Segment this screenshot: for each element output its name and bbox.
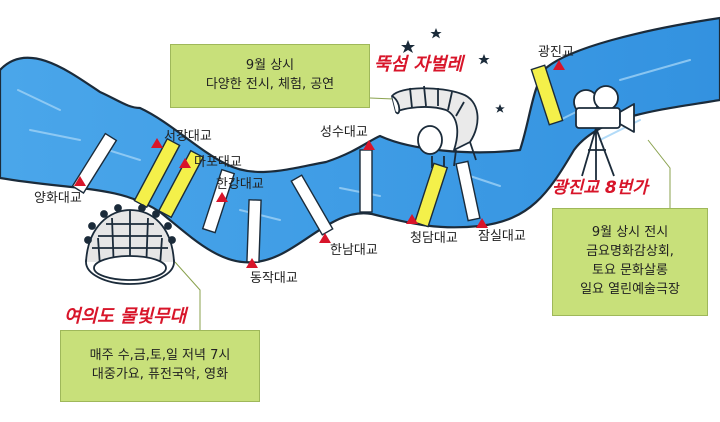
label-cheongdam-bridge: 청담대교 <box>410 231 458 246</box>
marker-seogang <box>151 138 163 148</box>
marker-mapo <box>179 158 191 168</box>
marker-gwangjin <box>553 60 565 70</box>
ttukseom-jabeolle-icon <box>391 28 505 168</box>
label-gwangjin-bridge: 광진교 <box>538 45 574 60</box>
label-seongsu-bridge: 성수대교 <box>320 125 368 140</box>
bridges-layer <box>71 64 564 263</box>
info-yeouido-line-1: 매주 수,금,토,일 저녁 7시 <box>89 348 231 364</box>
bridge-jamsil[interactable] <box>455 160 481 222</box>
bridge-mapo[interactable] <box>157 149 205 219</box>
leader-line-yeouido <box>174 261 201 330</box>
marker-hannam <box>319 233 331 243</box>
title-yeouido-stage: 여의도 물빛무대 <box>64 306 187 327</box>
bridge-yanghwa[interactable] <box>71 132 118 194</box>
info-box-ttukseom: 9월 상시 다양한 전시, 체험, 공연 <box>170 44 370 108</box>
bridge-markers <box>74 60 565 268</box>
label-yanghwa-bridge: 양화대교 <box>34 191 82 206</box>
bridge-cheongdam[interactable] <box>413 162 449 228</box>
bridge-seogang[interactable] <box>133 137 181 209</box>
info-gwangjin-line-4: 일요 열린예술극장 <box>580 281 680 297</box>
marker-cheongdam <box>406 214 418 224</box>
marker-hangang <box>216 192 228 202</box>
title-gwangjin-8th-street: 광진교 8번가 <box>552 178 648 198</box>
yeouido-stage-icon <box>84 204 176 285</box>
bridge-hannam[interactable] <box>290 174 334 236</box>
info-gwangjin-line-3: 토요 문화살롱 <box>592 263 668 278</box>
marker-seongsu <box>363 140 375 150</box>
marker-dongjak <box>246 258 258 268</box>
label-hangang-bridge: 한강대교 <box>216 177 264 192</box>
label-dongjak-bridge: 동작대교 <box>250 271 298 286</box>
bridge-dongjak[interactable] <box>246 199 262 263</box>
info-ttukseom-line-2: 다양한 전시, 체험, 공연 <box>205 77 335 92</box>
info-box-gwangjin: 9월 상시 전시 금요명화감상회, 토요 문화살롱 일요 열린예술극장 <box>552 208 708 316</box>
info-gwangjin-line-2: 금요명화감상회, <box>586 244 674 260</box>
label-jamsil-bridge: 잠실대교 <box>478 229 526 244</box>
info-ttukseom-line-1: 9월 상시 <box>245 58 295 74</box>
label-mapo-bridge: 마포대교 <box>194 155 242 170</box>
info-yeouido-line-2: 대중가요, 퓨전국악, 영화 <box>91 367 229 382</box>
marker-jamsil <box>476 218 488 228</box>
info-gwangjin-line-1: 9월 상시 전시 <box>591 225 669 241</box>
gwangjin-camera-icon <box>573 85 635 180</box>
label-hannam-bridge: 한남대교 <box>330 243 378 258</box>
bridge-gwangjin[interactable] <box>530 64 564 126</box>
info-box-yeouido: 매주 수,금,토,일 저녁 7시 대중가요, 퓨전국악, 영화 <box>60 330 260 402</box>
title-ttukseom-jabeolle: 뚝섬 자벌레 <box>374 54 464 75</box>
bridge-seongsu[interactable] <box>359 149 373 213</box>
leader-line-gwangjin <box>647 139 671 208</box>
label-seogang-bridge: 서강대교 <box>164 129 212 144</box>
marker-yanghwa <box>74 176 86 186</box>
